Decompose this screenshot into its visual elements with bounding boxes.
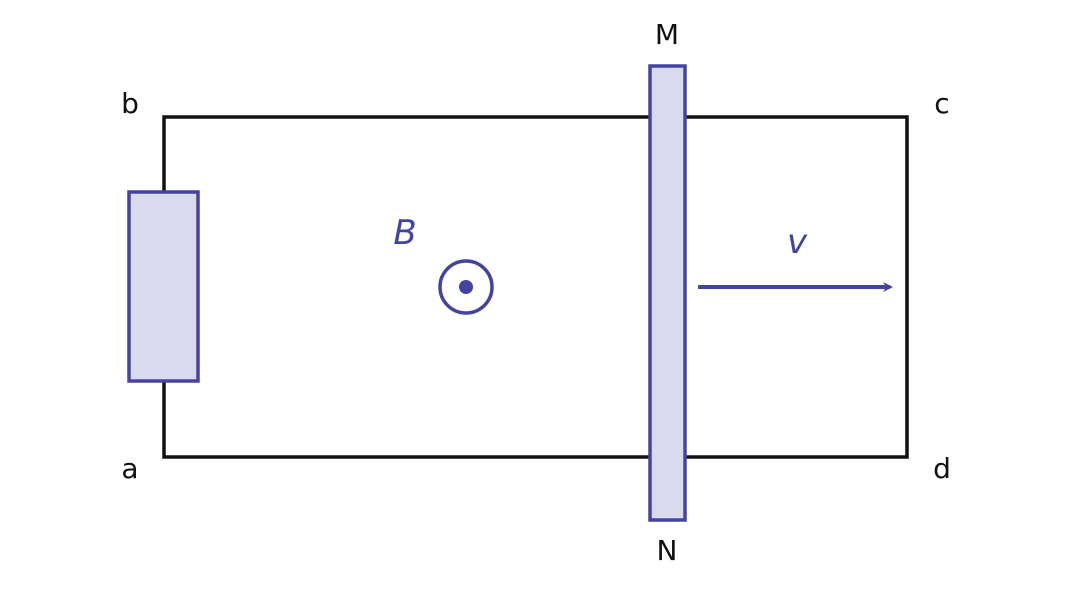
- corner-label-d: d: [933, 452, 951, 485]
- rod-label-m: M: [655, 18, 679, 51]
- resistor: [127, 190, 200, 383]
- corner-label-b: b: [121, 87, 139, 120]
- corner-label-a: a: [121, 452, 138, 485]
- corner-label-c: c: [934, 87, 949, 120]
- field-out-of-page-icon: [438, 259, 494, 315]
- rod-label-n: N: [657, 534, 678, 567]
- velocity-label: v: [787, 222, 808, 262]
- sliding-rod: [648, 64, 687, 522]
- field-label: B: [393, 213, 416, 253]
